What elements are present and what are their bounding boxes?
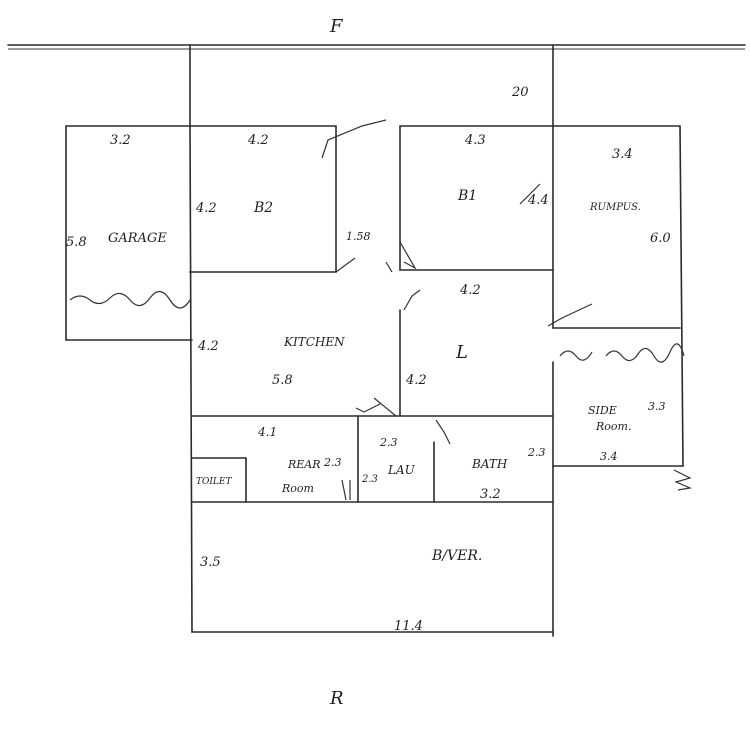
rumpus-label: RUMPUS. [589, 202, 641, 213]
b2-depth: 4.2 [195, 201, 217, 216]
rear-room-label-2: Room [281, 482, 314, 495]
front-boundary [7, 44, 746, 50]
bath-size: 3.2 [480, 487, 501, 502]
living-depth: 4.2 [405, 373, 427, 388]
bath-depth: 2.3 [527, 446, 546, 459]
kitchen-label: KITCHEN [283, 335, 345, 349]
b1-label: B1 [457, 188, 477, 204]
kitchen-size: 5.8 [272, 373, 293, 388]
side-room-size-2: 3.4 [600, 450, 618, 463]
rear-room-label-1: REAR [287, 458, 321, 471]
toilet-label: TOILET [196, 477, 232, 487]
rear-room-width: 4.1 [257, 425, 277, 439]
living-label: L [455, 342, 468, 363]
verandah-label: B/VER. [431, 548, 482, 564]
b1-width: 4.3 [464, 133, 486, 148]
garage-size: 5.8 [66, 235, 87, 250]
door-marks [321, 119, 593, 501]
side-room-label-1: SIDE [588, 404, 617, 417]
wall-scribbles [69, 290, 693, 491]
side-room-size-1: 3.3 [648, 400, 666, 413]
rumpus-depth: 6.0 [650, 231, 671, 246]
rumpus-width: 3.4 [612, 147, 633, 162]
walls [65, 44, 684, 637]
rear-label: R [329, 688, 344, 709]
b2-width: 4.2 [247, 133, 269, 148]
kitchen-depth: 4.2 [197, 339, 219, 354]
verandah-width: 11.4 [394, 619, 423, 634]
laundry-label: LAU [387, 463, 416, 477]
garage-width: 3.2 [110, 133, 131, 148]
garage-label: GARAGE [108, 231, 167, 246]
front-yard-depth: 20 [511, 85, 529, 100]
living-width: 4.2 [459, 283, 481, 298]
b1-depth: 4.4 [527, 193, 549, 208]
verandah-depth: 3.5 [200, 555, 221, 570]
b2-label: B2 [253, 200, 273, 216]
lau-width: 2.3 [379, 436, 398, 449]
bath-label: BATH [471, 457, 508, 471]
front-label: F [329, 16, 344, 37]
lau-depth: 2.3 [361, 474, 378, 485]
rear-room-size: 2.3 [323, 456, 342, 469]
side-room-label-2: Room. [595, 420, 631, 433]
hall-width: 1.58 [346, 230, 371, 243]
